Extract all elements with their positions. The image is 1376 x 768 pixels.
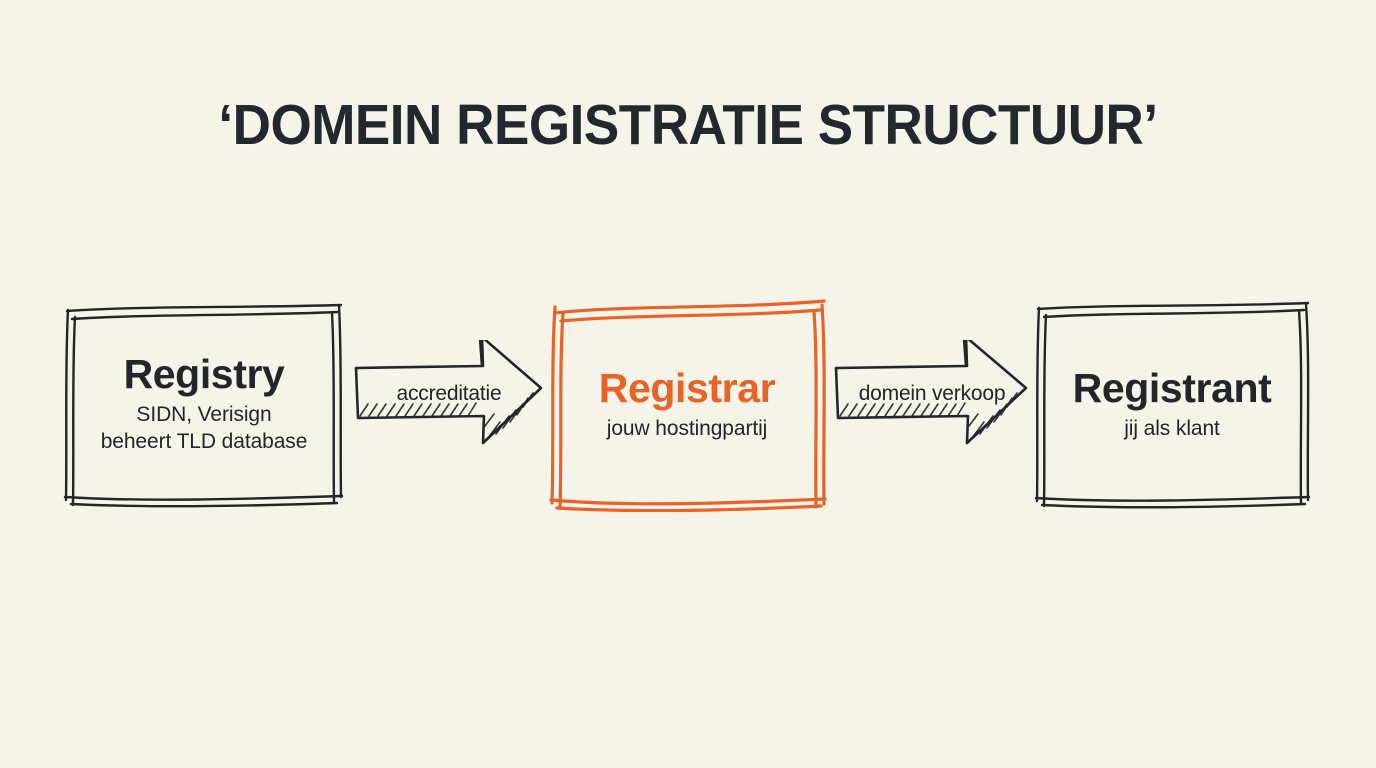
arrow-label-accreditatie: accreditatie: [396, 382, 502, 405]
page-title: ‘DOMEIN REGISTRATIE STRUCTUUR’: [218, 93, 1158, 157]
node-subtitle-line1-registrant: jij als klant: [1124, 416, 1220, 440]
arrow-label-domein-verkoop: domein verkoop: [858, 382, 1006, 405]
arrow-right-icon: [354, 340, 543, 445]
node-subtitle-line1-registry: SIDN, Verisign: [136, 403, 272, 427]
node-title-registrar: Registrar: [598, 364, 776, 411]
diagram-node-registry[interactable]: Registry SIDN, Verisign beheert TLD data…: [58, 297, 350, 512]
diagram-node-registrant[interactable]: Registrant jij als klant: [1028, 297, 1316, 512]
node-title-registry: Registry: [123, 351, 285, 398]
arrow-right-icon: [834, 340, 1028, 445]
flow-arrow-accreditatie: accreditatie: [352, 340, 546, 455]
node-content: Registrar jouw hostingpartij: [543, 297, 831, 512]
node-content: Registry SIDN, Verisign beheert TLD data…: [58, 297, 350, 512]
node-subtitle-line2-registry: beheert TLD database: [100, 430, 308, 454]
flow-arrow-domein-verkoop: domein verkoop: [832, 340, 1032, 455]
node-title-registrant: Registrant: [1072, 364, 1272, 411]
diagram-node-registrar[interactable]: Registrar jouw hostingpartij: [543, 297, 831, 512]
node-subtitle-line1-registrar: jouw hostingpartij: [606, 416, 768, 440]
node-content: Registrant jij als klant: [1028, 297, 1316, 512]
